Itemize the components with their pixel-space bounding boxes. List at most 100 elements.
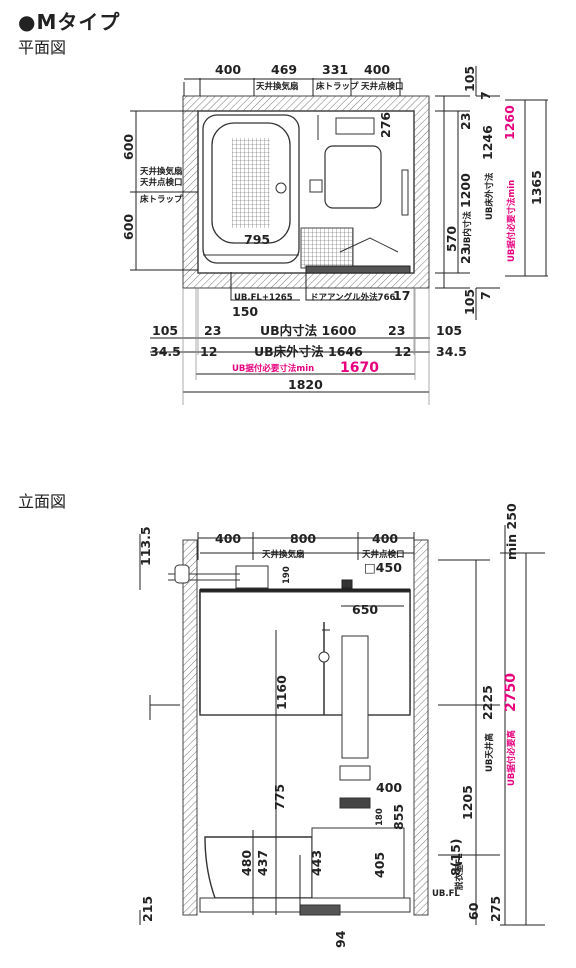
plan-top-dim-2: 469: [271, 62, 297, 77]
door-frame: [305, 265, 411, 274]
plan-right-dim-3: 1200: [458, 173, 473, 208]
plan-left-label-2: 天井点検口: [140, 177, 183, 188]
elevation-view: [139, 525, 545, 926]
plan-top-label-2: 床トラップ: [316, 81, 359, 92]
elev-ceiling-value: 2225: [480, 685, 495, 720]
elev-top-label-1: 天井換気扇: [262, 549, 305, 560]
plan-b2-2: 12: [200, 344, 217, 359]
elev-d437: 437: [255, 850, 270, 876]
plan-right-label-3: UB据付必要寸法min: [506, 180, 517, 262]
elev-d60: 60: [466, 902, 481, 920]
plan-right-dim-8: 1365: [529, 170, 544, 205]
plan-b1-3: UB内寸法 1600: [260, 323, 357, 338]
elev-d1160: 1160: [274, 675, 289, 710]
elev-d94: 94: [333, 930, 348, 948]
elev-wall-left: [182, 539, 198, 916]
plan-right-dim-5: 23: [458, 247, 473, 264]
elev-d855: 855: [391, 804, 406, 830]
plan-right-label-2: UB床外寸法: [484, 172, 495, 220]
elev-top-label-2: 天井点検口: [362, 549, 405, 560]
elev-wall-right: [413, 539, 429, 916]
hatch-icon: [341, 579, 353, 589]
elev-drain: [299, 904, 341, 916]
door-swing: [339, 237, 399, 253]
elev-d215: 215: [140, 896, 155, 922]
plan-d150: 150: [232, 304, 258, 319]
elev-d275: 275: [488, 896, 503, 922]
plan-top-dim-4: 400: [364, 62, 390, 77]
plan-right-dim-7: 1260: [502, 105, 517, 140]
plan-left-label-3: 床トラップ: [140, 194, 183, 205]
plan-top-dim-3: 331: [322, 62, 348, 77]
plan-b2-3: UB床外寸法 1646: [254, 344, 363, 359]
plan-labels: 400 469 331 400 天井換気扇 床トラップ 天井点検口 105 7 …: [121, 62, 544, 392]
elev-d443: 443: [309, 850, 324, 876]
plan-right-bottom-1: 105: [462, 289, 477, 315]
plan-heading: 平面図: [18, 38, 67, 57]
plan-top-label-3: 天井点検口: [361, 81, 404, 92]
plan-top-label-1: 天井換気扇: [256, 81, 299, 92]
elev-d400: 400: [376, 780, 402, 795]
elev-d113: 113.5: [138, 526, 153, 566]
elev-min250: min 250: [504, 503, 519, 560]
tub-drain: [275, 182, 287, 194]
elev-counter: [339, 797, 371, 809]
elevation-labels: 113.5 400 800 400 天井換気扇 天井点検口 □450 190 m…: [138, 503, 519, 948]
shower-head-icon: [318, 651, 330, 663]
plan-right-label-1: UB内寸法: [462, 211, 473, 250]
plan-left-label-1: 天井換気扇: [140, 166, 183, 177]
elev-d405: 405: [372, 852, 387, 878]
plan-b2-1: 34.5: [150, 344, 181, 359]
elev-ceiling-label: UB天井高: [484, 733, 495, 772]
elev-top-dim-2: 800: [290, 531, 316, 546]
elev-d480: 480: [239, 850, 254, 876]
plan-view: [130, 66, 548, 405]
plan-right-bottom-2: 7: [478, 291, 493, 300]
elev-floor-panel: [311, 827, 405, 906]
elev-install-value: 2750: [503, 673, 519, 712]
elev-d8: 8(15): [448, 838, 463, 876]
plan-door-gap: 17: [393, 288, 410, 303]
elev-d650: 650: [352, 602, 378, 617]
plan-b1-1: 105: [152, 323, 178, 338]
elev-top-dim-1: 400: [215, 531, 241, 546]
elev-d190: 190: [282, 566, 292, 584]
plan-right-top-1: 105: [462, 66, 477, 92]
plan-left-dim-2: 600: [121, 214, 136, 240]
shelf-box: [335, 117, 375, 135]
plan-install-label: UB据付必要寸法min: [232, 363, 314, 374]
faucet-icon: [309, 179, 323, 193]
plan-b1-4: 23: [388, 323, 405, 338]
plan-right-dim-1: 23: [458, 113, 473, 130]
plan-b1-2: 23: [204, 323, 221, 338]
mirror-icon: [401, 169, 409, 216]
elev-fl-label: 脱衣室FL: [454, 853, 465, 890]
plan-door-label: ドアアングル外法766: [310, 292, 395, 303]
elev-d775: 775: [272, 784, 287, 810]
plan-right-dim-6: 1246: [480, 125, 495, 160]
plan-total: 1820: [288, 377, 323, 392]
plan-b1-5: 105: [436, 323, 462, 338]
page-title: ●Mタイプ: [18, 10, 121, 34]
plan-install-value: 1670: [340, 360, 379, 376]
mirror-elev-icon: [341, 635, 369, 759]
plan-right-dim-4: 570: [444, 226, 459, 252]
elev-top-dim-3: 400: [372, 531, 398, 546]
elev-hatch-size: □450: [364, 560, 402, 575]
plan-right-dim-2: 276: [378, 112, 393, 138]
plan-b2-5: 34.5: [436, 344, 467, 359]
tub-texture: [232, 138, 270, 228]
wash-area: [324, 145, 382, 209]
elev-shelf: [339, 765, 371, 781]
ceiling-fan-icon: [235, 565, 269, 589]
plan-left-dim-1: 600: [121, 134, 136, 160]
elev-d180: 180: [375, 808, 385, 826]
plan-tub-width: 795: [244, 232, 270, 247]
elev-d1205: 1205: [460, 785, 475, 820]
plan-ub-fl: UB.FL+1265: [234, 293, 293, 303]
plan-top-dim-1: 400: [215, 62, 241, 77]
elev-ubfl: UB.FL: [432, 889, 460, 899]
floor-trap-area: [300, 227, 354, 269]
plan-right-top-2: 7: [478, 91, 493, 100]
